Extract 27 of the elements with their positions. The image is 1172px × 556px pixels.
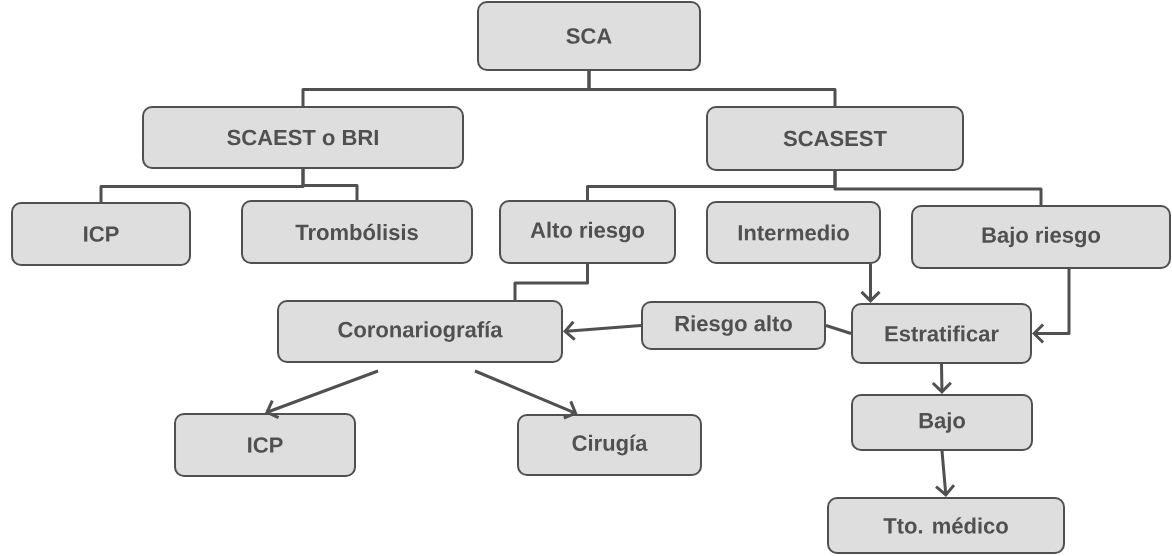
process-box: Riesgo alto <box>641 301 826 350</box>
connector <box>301 169 359 200</box>
process-box: ICP <box>174 413 356 477</box>
process-box: Alto riesgo <box>499 200 676 264</box>
connector <box>513 264 589 300</box>
connector <box>935 450 956 497</box>
connector <box>931 363 952 394</box>
process-box: Estratificar <box>851 303 1032 364</box>
process-box: Bajo <box>851 394 1033 451</box>
connector <box>265 369 379 419</box>
connector <box>860 264 881 303</box>
connector <box>825 324 852 335</box>
process-box: Coronariografía <box>277 300 563 363</box>
process-box: SCASEST <box>706 106 964 171</box>
connector <box>587 71 837 106</box>
connector <box>833 171 1043 205</box>
process-box: Trombólisis <box>241 200 473 264</box>
process-box: SCAEST o BRI <box>142 106 464 169</box>
process-box: Bajo riesgo <box>911 205 1171 269</box>
connector <box>563 320 642 341</box>
process-box: Cirugía <box>517 414 702 476</box>
connector <box>1032 269 1071 344</box>
process-box: Tto. médico <box>827 497 1065 554</box>
process-box: ICP <box>11 202 191 266</box>
process-box: SCA <box>477 1 701 71</box>
process-box: Intermedio <box>706 201 881 264</box>
connector <box>474 369 578 420</box>
